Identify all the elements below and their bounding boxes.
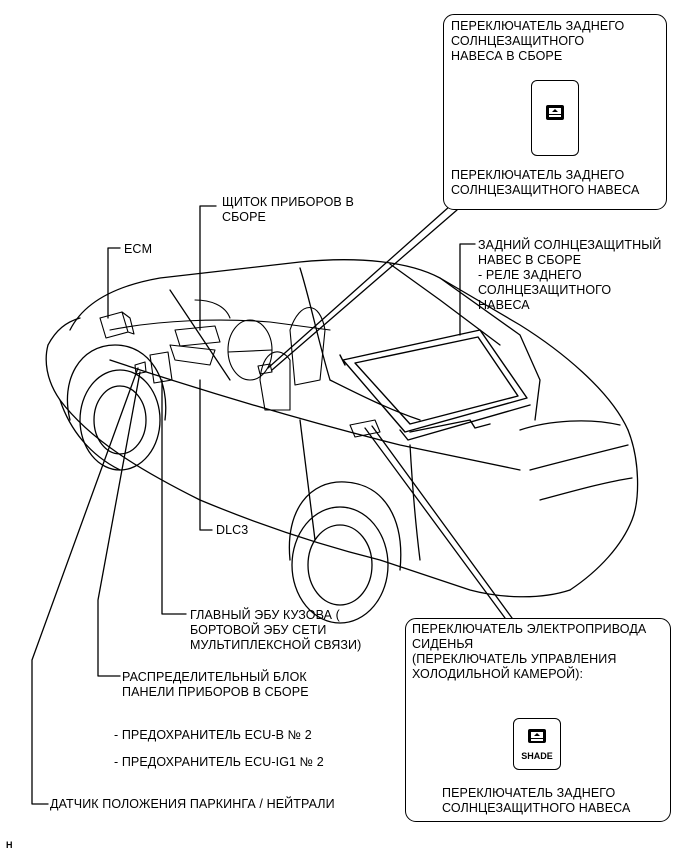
junction-block-part xyxy=(134,351,173,384)
top-box-title: ПЕРЕКЛЮЧАТЕЛЬ ЗАДНЕГО СОЛНЦЕЗАЩИТНОГО НА… xyxy=(451,19,625,63)
shade-button-box: SHADE xyxy=(513,718,561,770)
leader-lines xyxy=(31,205,513,805)
top-switch-box xyxy=(531,80,579,156)
label-junction-block: РАСПРЕДЕЛИТЕЛЬНЫЙ БЛОК ПАНЕЛИ ПРИБОРОВ В… xyxy=(122,670,309,699)
label-fuse-ecu-ig1: - ПРЕДОХРАНИТЕЛЬ ECU-IG1 № 2 xyxy=(114,755,324,769)
label-fuse-ecu-b: - ПРЕДОХРАНИТЕЛЬ ECU-B № 2 xyxy=(114,728,312,742)
corner-mark: H xyxy=(6,840,13,850)
label-dlc3: DLC3 xyxy=(216,523,249,537)
bottom-box-title: ПЕРЕКЛЮЧАТЕЛЬ ЭЛЕКТРОПРИВОДА СИДЕНЬЯ (ПЕ… xyxy=(412,622,647,681)
label-main-body-ecu: ГЛАВНЫЙ ЭБУ КУЗОВА ( БОРТОВОЙ ЭБУ СЕТИ М… xyxy=(190,608,362,652)
rear-sunshade-frame xyxy=(339,329,531,441)
shade-button-text: SHADE xyxy=(521,751,553,761)
car-outline xyxy=(45,259,639,598)
bottom-box-caption: ПЕРЕКЛЮЧАТЕЛЬ ЗАДНЕГО СОЛНЦЕЗАЩИТНОГО НА… xyxy=(442,786,631,815)
shade-switch-part xyxy=(257,363,273,375)
label-ecm: ECM xyxy=(124,242,153,256)
sunshade-icon xyxy=(546,105,564,120)
front-wheel xyxy=(66,344,167,471)
rear-wheel xyxy=(288,481,402,624)
ecm-part xyxy=(99,311,135,339)
shade-button-icon xyxy=(528,729,546,743)
seat-switch-part xyxy=(349,419,381,438)
label-park-neutral: ДАТЧИК ПОЛОЖЕНИЯ ПАРКИНГА / НЕЙТРАЛИ xyxy=(50,797,335,811)
label-rear-shade: ЗАДНИЙ СОЛНЦЕЗАЩИТНЫЙ НАВЕС В СБОРЕ - РЕ… xyxy=(478,238,662,312)
dashboard xyxy=(109,299,331,411)
label-instrument-cluster: ЩИТОК ПРИБОРОВ В СБОРЕ xyxy=(222,195,354,224)
top-box-caption: ПЕРЕКЛЮЧАТЕЛЬ ЗАДНЕГО СОЛНЦЕЗАЩИТНОГО НА… xyxy=(451,168,640,197)
